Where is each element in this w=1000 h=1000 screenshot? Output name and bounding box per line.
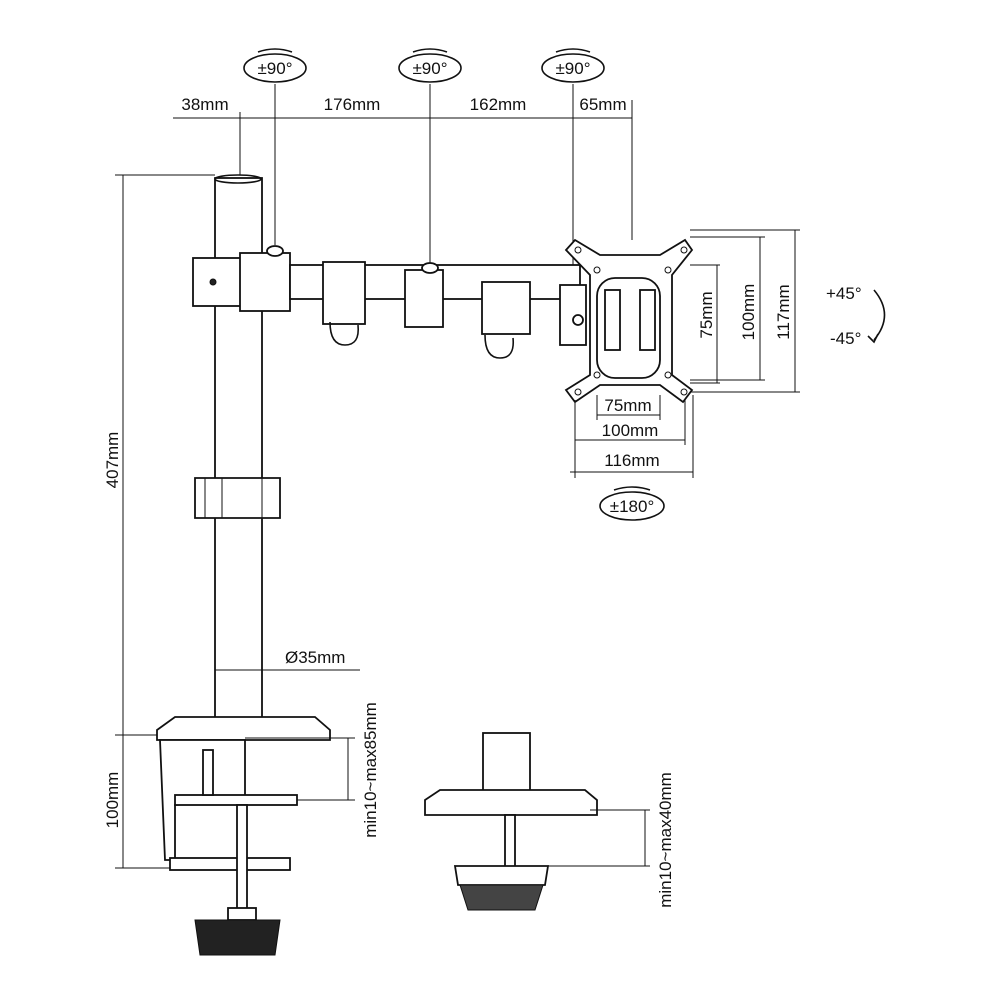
vesa-vertical-dimensions: 75mm 100mm 117mm — [690, 229, 800, 393]
grommet-mount: min10~max40mm — [424, 732, 675, 911]
rotation-badge-arm3: ±90° — [541, 48, 605, 83]
vesa-h-75mm: 75mm — [604, 396, 651, 415]
rotation-label: ±90° — [412, 59, 447, 78]
vesa-v-117mm: 117mm — [774, 284, 793, 339]
arm — [192, 245, 587, 359]
vesa-horizontal-dimensions: 75mm 100mm 116mm ±180° — [570, 395, 694, 521]
tilt-up-label: +45° — [826, 284, 862, 303]
dim-162mm: 162mm — [470, 95, 527, 114]
clamp-height-label: 100mm — [103, 772, 122, 829]
clamp-range-label: min10~max85mm — [361, 702, 380, 838]
vesa-v-100mm: 100mm — [739, 284, 758, 341]
rotation-label: ±90° — [555, 59, 590, 78]
vesa-v-75mm: 75mm — [697, 291, 716, 338]
tilt-down-label: -45° — [830, 329, 861, 348]
tilt-indicator: +45° -45° — [826, 284, 886, 348]
top-dimension-line: 38mm 176mm 162mm 65mm — [173, 84, 633, 285]
desk-clamp: min10~max85mm — [156, 702, 380, 956]
vesa-h-116mm: 116mm — [604, 451, 659, 470]
height-dimensions: 407mm 100mm — [103, 174, 215, 869]
rotation-label: ±90° — [257, 59, 292, 78]
rotation-badge-arm2: ±90° — [398, 48, 462, 83]
pole-height-label: 407mm — [103, 432, 122, 489]
dim-38mm: 38mm — [181, 95, 228, 114]
dim-176mm: 176mm — [324, 95, 381, 114]
dim-65mm: 65mm — [579, 95, 626, 114]
pole-diameter-label: Ø35mm — [285, 648, 345, 667]
vesa-h-100mm: 100mm — [602, 421, 659, 440]
rotation-badge-arm1: ±90° — [243, 48, 307, 83]
grommet-range-label: min10~max40mm — [656, 772, 675, 908]
vesa-plate — [564, 238, 694, 404]
rotation-label-vesa: ±180° — [610, 497, 655, 516]
